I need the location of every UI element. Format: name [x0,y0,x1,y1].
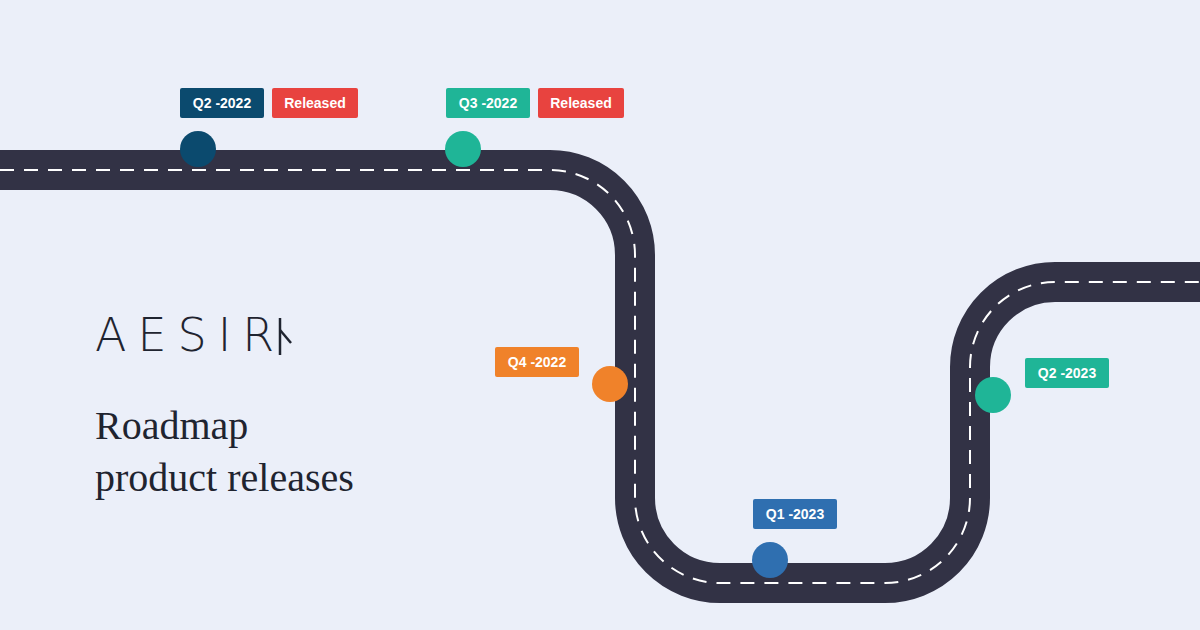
status-badge: Released [538,88,624,118]
milestone-dot [752,542,788,578]
quarter-badge: Q2 -2023 [1025,358,1109,388]
badge-text: Released [284,95,345,111]
road [0,170,1200,583]
badge-text: Q2 -2022 [193,95,251,111]
badge-text: Released [550,95,611,111]
milestone-dot [180,131,216,167]
badge-text: Q2 -2023 [1038,365,1096,381]
milestone-dot [445,131,481,167]
quarter-badge: Q4 -2022 [495,347,579,377]
badge-text: Q4 -2022 [508,354,566,370]
milestone-dot [592,366,628,402]
quarter-badge: Q3 -2022 [446,88,530,118]
status-badge: Released [272,88,358,118]
badge-text: Q3 -2022 [459,95,517,111]
logo-text: AESIR [95,312,285,358]
milestone-dot [975,377,1011,413]
page-title: Roadmap product releases [95,400,360,504]
road-center-line [0,170,1200,583]
quarter-badge: Q1 -2023 [753,499,837,529]
badge-text: Q1 -2023 [766,506,824,522]
quarter-badge: Q2 -2022 [180,88,264,118]
